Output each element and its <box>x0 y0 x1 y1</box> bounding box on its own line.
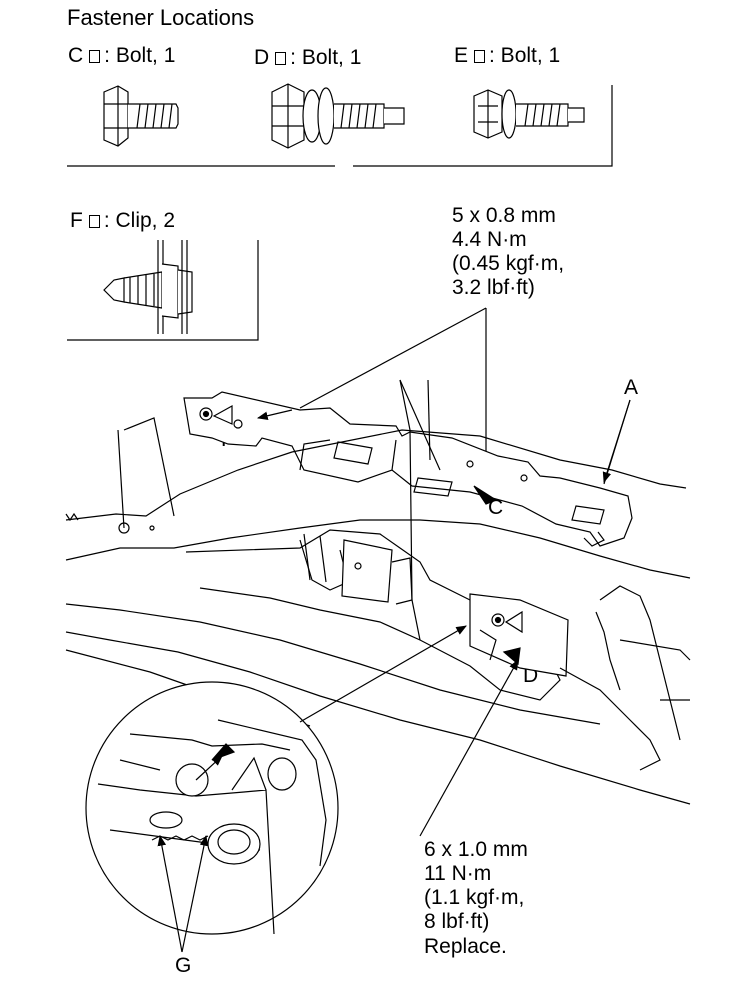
bracket-a <box>183 391 633 547</box>
torque-lower-line4: 8 lbf·ft) <box>424 910 490 933</box>
fastener-c-desc: : Bolt, 1 <box>104 44 176 67</box>
fastener-c-letter: C <box>68 44 84 67</box>
washer-bolt-icon <box>473 89 585 139</box>
fastener-d-label: D : Bolt, 1 <box>254 46 361 70</box>
body-panel <box>65 379 691 805</box>
fastener-f-label: F : Clip, 2 <box>70 209 175 233</box>
fastener-e-desc: : Bolt, 1 <box>489 44 561 67</box>
square-icon <box>88 215 100 228</box>
fastener-f-desc: : Clip, 2 <box>103 209 176 232</box>
fastener-e-label: E : Bolt, 1 <box>454 44 560 68</box>
torque-upper-line4: 3.2 lbf·ft) <box>452 276 535 299</box>
fastener-d-letter: D <box>254 46 270 69</box>
torque-lower-line1: 6 x 1.0 mm <box>424 838 528 861</box>
torque-lower-line5: Replace. <box>424 935 507 958</box>
legend-frame-clip <box>67 240 259 341</box>
torque-lower-line2: 11 N·m <box>424 862 492 885</box>
bolt-icon <box>103 85 179 147</box>
fastener-e-letter: E <box>454 44 469 67</box>
fastener-c-label: C : Bolt, 1 <box>68 44 175 68</box>
callout-a: A <box>624 376 639 399</box>
callout-g: G <box>175 954 192 977</box>
torque-upper-line3: (0.45 kgf·m, <box>452 252 565 275</box>
fastener-f-letter: F <box>70 209 83 232</box>
clip-icon <box>103 240 193 334</box>
torque-lower-line3: (1.1 kgf·m, <box>424 886 525 909</box>
square-icon <box>474 50 486 63</box>
square-icon <box>275 52 287 65</box>
fastener-d-desc: : Bolt, 1 <box>290 46 362 69</box>
legend-frame-top <box>67 85 613 167</box>
torque-upper-line1: 5 x 0.8 mm <box>452 204 556 227</box>
square-icon <box>89 50 101 63</box>
magnifier-detail <box>85 681 339 935</box>
page-title: Fastener Locations <box>67 5 255 30</box>
torque-upper-line2: 4.4 N·m <box>452 228 527 251</box>
flange-bolt-icon <box>271 83 405 149</box>
